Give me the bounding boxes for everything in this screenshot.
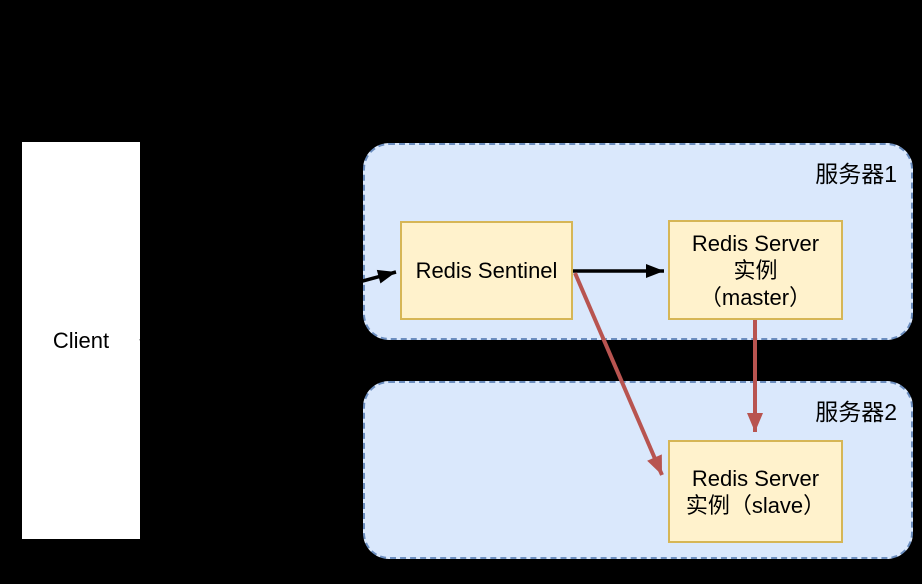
server2-label: 服务器2 (815, 399, 897, 425)
redis-slave-node: Redis Server 实例（slave） (668, 440, 843, 543)
redis-sentinel-node: Redis Sentinel (400, 221, 573, 320)
client-label: Client (52, 327, 110, 353)
redis-master-label-line2: 实例 (733, 257, 778, 283)
redis-slave-label-line1: Redis Server (691, 465, 820, 491)
edge-client-to-sentinel (139, 269, 397, 343)
redis-sentinel-label: Redis Sentinel (415, 258, 558, 283)
redis-master-label-line1: Redis Server (691, 230, 820, 256)
redis-master-node: Redis Server 实例 （master） (668, 220, 843, 320)
client-node: Client (22, 142, 140, 539)
redis-master-label-line3: （master） (699, 284, 812, 310)
server1-label: 服务器1 (815, 161, 897, 187)
redis-slave-label-line2: 实例（slave） (685, 492, 826, 518)
